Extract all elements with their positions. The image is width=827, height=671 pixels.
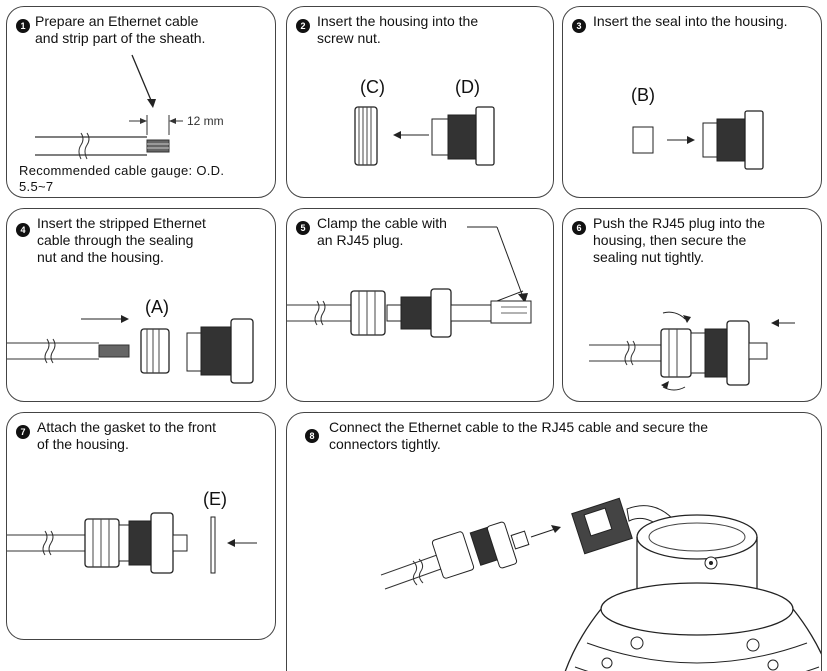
camera-connection-illustration bbox=[380, 497, 821, 671]
stripped-cable-illustration bbox=[35, 54, 183, 160]
step-1-badge: 1 bbox=[16, 19, 30, 33]
step-4-panel: 4 Insert the stripped Ethernet cable thr… bbox=[6, 208, 276, 402]
step-2-text: Insert the housing into the screw nut. bbox=[317, 13, 479, 46]
step-8-panel: 8 Connect the Ethernet cable to the RJ45… bbox=[286, 412, 822, 671]
step-7-text: Attach the gasket to the front of the ho… bbox=[37, 419, 216, 452]
seal-housing-illustration bbox=[632, 110, 764, 170]
step-6-text: Push the RJ45 plug into the housing, the… bbox=[593, 215, 766, 265]
cable-gauge-note: Recommended cable gauge: O.D. 5.5~7 bbox=[19, 163, 225, 194]
step-7-badge: 7 bbox=[16, 425, 30, 439]
strip-length-label: 12 mm bbox=[187, 114, 224, 128]
step-3-text: Insert the seal into the housing. bbox=[593, 13, 788, 29]
step-5-badge: 5 bbox=[296, 221, 310, 235]
step-2-badge: 2 bbox=[296, 19, 310, 33]
step-2-panel: 2 Insert the housing into the screw nut.… bbox=[286, 6, 554, 198]
part-e-label: (E) bbox=[203, 489, 227, 509]
step-1-text: Prepare an Ethernet cable and strip part… bbox=[35, 13, 206, 46]
gasket-attach-illustration bbox=[7, 512, 257, 574]
housing-screw-nut-illustration bbox=[354, 106, 495, 166]
part-b-label: (B) bbox=[631, 85, 655, 105]
step-8-badge: 8 bbox=[305, 429, 319, 443]
part-a-label: (A) bbox=[145, 297, 169, 317]
step-3-badge: 3 bbox=[572, 19, 586, 33]
step-6-badge: 6 bbox=[572, 221, 586, 235]
step-8-text: Connect the Ethernet cable to the RJ45 c… bbox=[329, 419, 709, 452]
step-3-panel: 3 Insert the seal into the housing. (B) bbox=[562, 6, 822, 198]
step-6-panel: 6 Push the RJ45 plug into the housing, t… bbox=[562, 208, 822, 402]
step-4-text: Insert the stripped Ethernet cable throu… bbox=[37, 215, 206, 265]
cable-through-nut-illustration bbox=[7, 315, 254, 384]
step-5-text: Clamp the cable with an RJ45 plug. bbox=[317, 215, 447, 248]
step-7-panel: 7 Attach the gasket to the front of the … bbox=[6, 412, 276, 640]
step-5-panel: 5 Clamp the cable with an RJ45 plug. bbox=[286, 208, 554, 402]
part-d-label: (D) bbox=[455, 77, 480, 97]
push-plug-secure-illustration bbox=[589, 311, 795, 391]
step-1-panel: 1 Prepare an Ethernet cable and strip pa… bbox=[6, 6, 276, 198]
rj45-clamp-illustration bbox=[287, 226, 532, 338]
step-4-badge: 4 bbox=[16, 223, 30, 237]
part-c-label: (C) bbox=[360, 77, 385, 97]
